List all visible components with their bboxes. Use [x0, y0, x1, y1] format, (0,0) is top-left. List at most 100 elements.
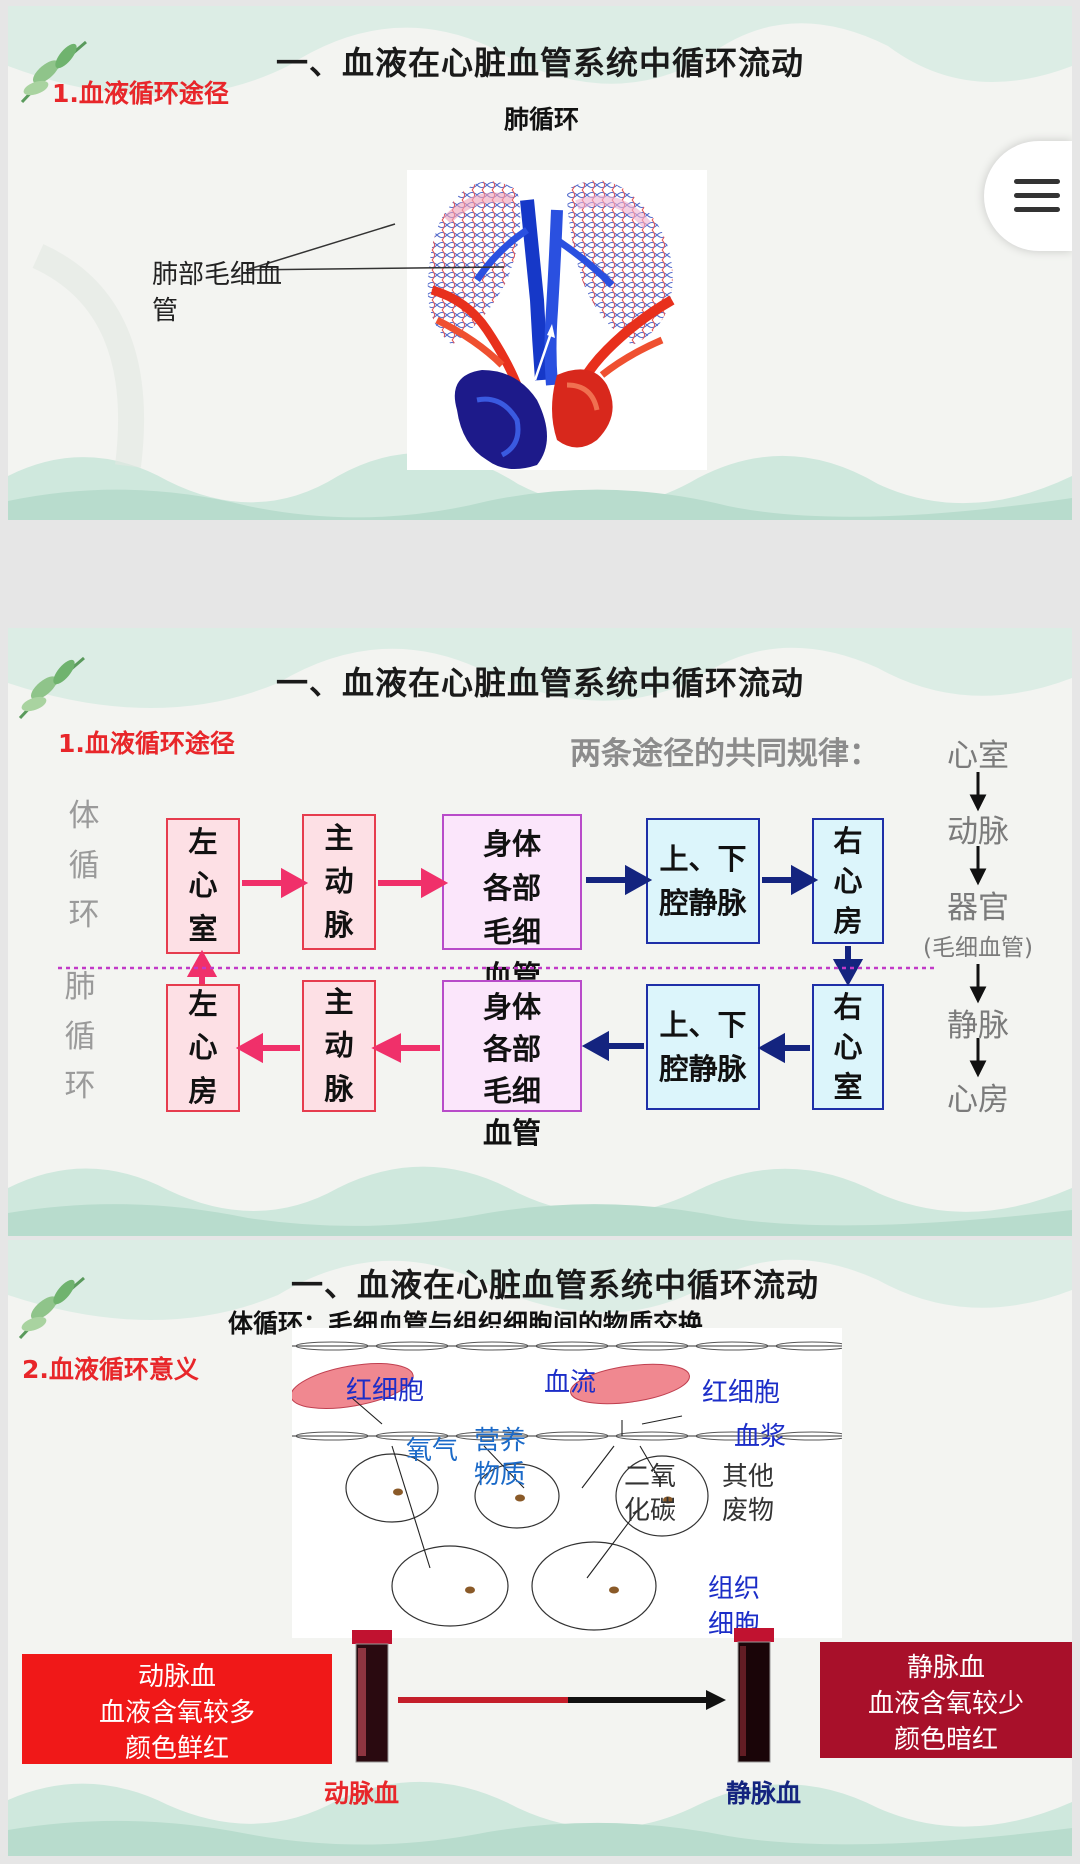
arterial-title: 动脉血 [137, 1661, 216, 1692]
box-text: 主 [324, 984, 354, 1019]
nutrient-label-2: 物质 [474, 1460, 527, 1490]
box-text: 各部 [482, 871, 541, 905]
box-text: 左 [188, 986, 218, 1021]
pulmonary-circulation-label: 肺 循 环 [60, 963, 100, 1112]
rbc-right-label: 红细胞 [702, 1378, 781, 1408]
box-text: 脉 [324, 907, 354, 942]
section-label: 2.血液循环意义 [22, 1355, 199, 1384]
label-char: 环 [68, 897, 100, 934]
venous-title: 静脉血 [906, 1652, 985, 1683]
box-text: 动 [324, 1028, 354, 1063]
flow-arrows [58, 864, 934, 1064]
leaf-icon [20, 40, 87, 104]
label-char: 循 [68, 847, 100, 884]
section-label: 1.血液循环途径 [58, 729, 235, 758]
right-ventricle-box: 右心室 [812, 984, 884, 1110]
box-text: 主 [324, 820, 354, 855]
slide-title: 一、血液在心脏血管系统中循环流动 [290, 1266, 819, 1304]
rule-heading: 两条途径的共同规律： [570, 736, 880, 772]
box-text: 脉 [324, 1071, 354, 1106]
left-ventricle-box: 左心室 [166, 818, 240, 954]
box-text: 心 [833, 864, 863, 898]
slide-circulation: 一、血液在心脏血管系统中循环流动 1.血液循环途径 两条途径的共同规律： 心室 … [8, 628, 1072, 1236]
rule-ventricle: 心室 [947, 738, 1009, 774]
venous-tube [737, 1641, 771, 1763]
leaf-icon [18, 1276, 85, 1340]
box-text: 毛细 [482, 915, 541, 949]
oxygen-label: 氧气 [406, 1436, 459, 1466]
slide-pulmonary: 一、血液在心脏血管系统中循环流动 1.血液循环途径 肺循环 [8, 6, 1072, 520]
heart-lung-illustration [407, 170, 707, 470]
lung-capillaries-box: 身体各部毛细血管 [442, 980, 582, 1150]
section-label: 1.血液循环途径 [52, 79, 229, 108]
rule-artery: 动脉 [947, 814, 1009, 850]
slide-significance: 一、血液在心脏血管系统中循环流动 体循环：毛细血管与组织细胞间的物质交换 2.血… [8, 1240, 1072, 1856]
nutrient-label-1: 营养 [474, 1426, 527, 1456]
slide-background [8, 6, 1072, 520]
leaf-icon [18, 656, 85, 720]
venous-tube-cap [734, 1628, 774, 1642]
tissue-label-1: 组织 [708, 1574, 761, 1604]
box-text: 左 [188, 824, 218, 859]
vena-cava-box: 上、下腔静脉 [646, 818, 760, 944]
slide-title: 一、血液在心脏血管系统中循环流动 [275, 44, 804, 82]
slide-background [8, 628, 1072, 1236]
blood-tubes [352, 1628, 774, 1763]
box-text: 房 [188, 1073, 218, 1108]
box-text: 室 [833, 1070, 863, 1104]
label-char: 循 [64, 1018, 96, 1055]
pulmonary-aorta-box: 主动脉 [302, 980, 376, 1112]
co2-label-2: 化碳 [624, 1496, 677, 1526]
capillary-exchange-illustration [292, 1328, 842, 1638]
systemic-circulation-label: 体 循 环 [64, 792, 104, 941]
box-text: 心 [833, 1030, 863, 1064]
capillary-label-line1: 肺部毛细血 [152, 260, 283, 290]
pulmonary-circulation-label: 肺循环 [504, 105, 580, 134]
menu-icon-bar [1014, 179, 1060, 184]
arterial-blood-box: 动脉血 血液含氧较多 颜色鲜红 [22, 1654, 332, 1764]
arterial-tube-cap [352, 1630, 392, 1644]
venous-tube-label: 静脉血 [726, 1779, 802, 1808]
box-text: 心 [188, 1030, 218, 1065]
arterial-tube-label: 动脉血 [324, 1779, 400, 1808]
waste-label-2: 废物 [722, 1496, 775, 1526]
box-text: 心 [188, 868, 218, 903]
arterial-oxygen: 血液含氧较多 [98, 1698, 255, 1728]
menu-icon-bar [1014, 193, 1060, 198]
slide-background [8, 1240, 1072, 1856]
right-atrium-box: 右心房 [812, 818, 884, 944]
lower-vena-cava-box: 上、下腔静脉 [646, 984, 760, 1110]
arterial-color: 颜色鲜红 [124, 1734, 229, 1760]
box-text: 上、下 [659, 842, 747, 876]
box-text: 动 [324, 864, 354, 899]
box-text: 血管 [482, 1116, 541, 1150]
box-text: 室 [188, 911, 218, 946]
venous-color: 颜色暗红 [893, 1725, 998, 1751]
box-text: 腔静脉 [659, 1052, 747, 1086]
plasma-label: 血浆 [734, 1422, 787, 1452]
label-char: 环 [64, 1068, 96, 1105]
co2-label-1: 二氧 [624, 1462, 677, 1492]
venous-oxygen: 血液含氧较少 [867, 1689, 1024, 1719]
rule-arrows [969, 772, 987, 1078]
leader-lines [245, 223, 505, 271]
menu-icon-bar [1014, 207, 1060, 212]
box-text: 右 [833, 824, 863, 858]
rule-organ: 器官 [947, 890, 1009, 926]
capillary-label-line2: 管 [152, 296, 179, 326]
rbc-left-label: 红细胞 [346, 1376, 425, 1406]
label-char: 肺 [64, 969, 96, 1005]
venous-blood-box: 静脉血 血液含氧较少 颜色暗红 [820, 1642, 1072, 1758]
box-text: 身体 [482, 827, 541, 861]
box-text: 身体 [482, 990, 541, 1024]
box-text: 毛细 [482, 1074, 541, 1108]
waste-label-1: 其他 [722, 1462, 775, 1492]
menu-button[interactable] [984, 141, 1072, 251]
box-text: 房 [833, 904, 863, 938]
box-text: 右 [833, 990, 863, 1024]
rule-atrium: 心房 [947, 1082, 1009, 1118]
box-text: 上、下 [659, 1008, 747, 1042]
box-text: 腔静脉 [659, 886, 747, 920]
label-char: 体 [68, 798, 100, 834]
slide-title: 一、血液在心脏血管系统中循环流动 [275, 664, 804, 702]
